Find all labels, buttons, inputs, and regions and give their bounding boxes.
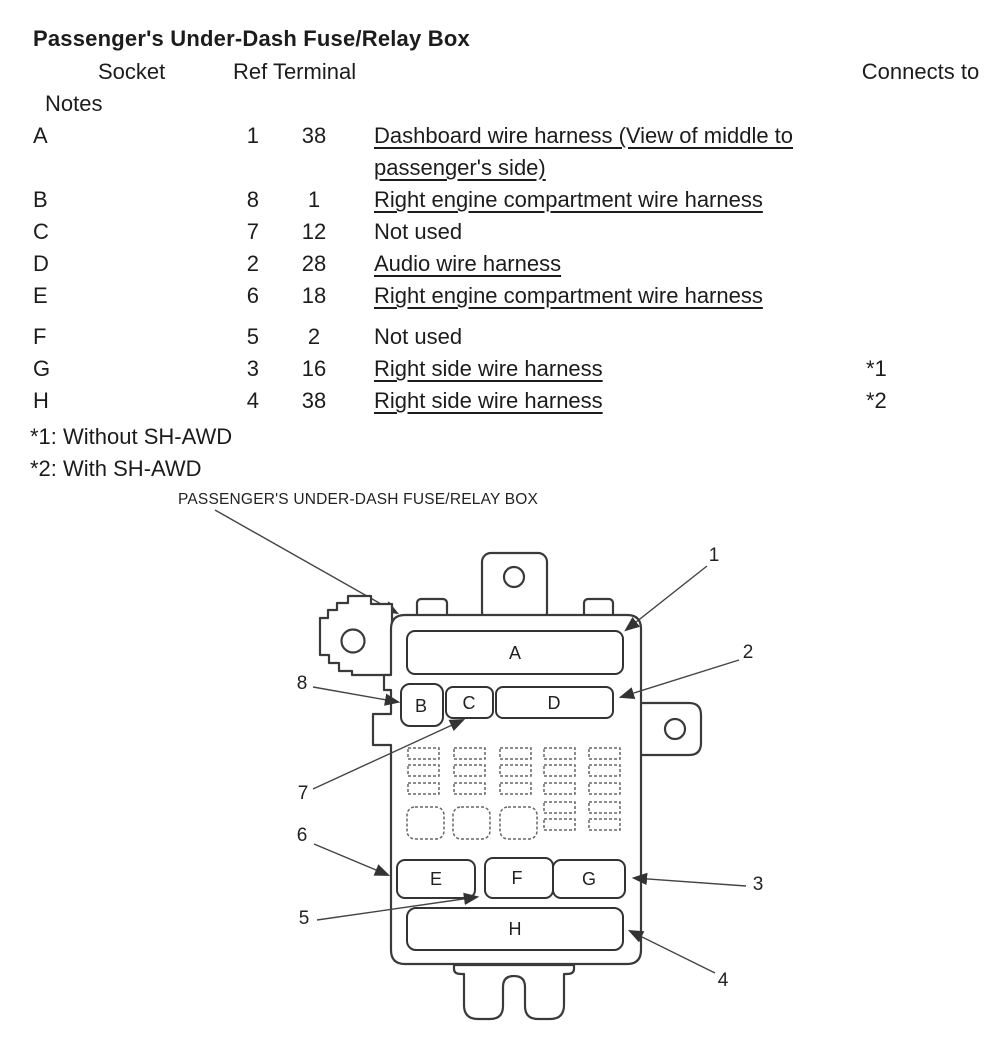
footnote-2: *2: With SH-AWD bbox=[30, 456, 202, 481]
callout-8: 8 bbox=[297, 673, 401, 706]
terminal-cell: 38 bbox=[301, 123, 327, 148]
ref-cell: 4 bbox=[246, 388, 259, 413]
terminal-cell: 16 bbox=[301, 356, 327, 381]
ref-cell: 7 bbox=[246, 219, 259, 244]
ref-cell: 3 bbox=[246, 356, 259, 381]
slot-d-label: D bbox=[548, 693, 561, 713]
notes-cell bbox=[854, 280, 987, 312]
table-row-d: D 2 28 Audio wire harness bbox=[33, 248, 987, 280]
notes-cell bbox=[854, 248, 987, 280]
slot-c-label: C bbox=[463, 693, 476, 713]
callout-4: 4 bbox=[627, 929, 729, 991]
socket-cell: H bbox=[33, 388, 49, 413]
table-row-b: B 8 1 Right engine compartment wire harn… bbox=[33, 184, 987, 216]
socket-cell: C bbox=[33, 219, 49, 244]
notes-cell: *2 bbox=[866, 388, 887, 413]
callout-3: 3 bbox=[631, 872, 764, 895]
slot-a-label: A bbox=[509, 643, 521, 663]
left-mount-bracket bbox=[318, 594, 394, 677]
callout-8-label: 8 bbox=[297, 673, 308, 694]
socket-cell: G bbox=[33, 356, 51, 381]
slot-e-label: E bbox=[430, 869, 442, 889]
callout-4-label: 4 bbox=[718, 970, 729, 991]
callout-5: 5 bbox=[299, 892, 480, 929]
socket-cell: A bbox=[33, 123, 48, 148]
table-row-e: E 6 18 Right engine compartment wire har… bbox=[33, 280, 987, 312]
slot-g-label: G bbox=[582, 869, 596, 889]
ref-cell: 1 bbox=[246, 123, 259, 148]
diagram-caption: PASSENGER'S UNDER-DASH FUSE/RELAY BOX bbox=[178, 491, 539, 508]
connects-to-link[interactable]: Right engine compartment wire harness bbox=[374, 187, 763, 212]
connects-to-link[interactable]: Dashboard wire harness (View of middle t… bbox=[374, 123, 794, 180]
terminal-cell: 38 bbox=[301, 388, 327, 413]
terminal-cell: 28 bbox=[301, 251, 327, 276]
callout-6-label: 6 bbox=[297, 825, 308, 846]
top-mount-tab bbox=[480, 551, 549, 623]
connects-to-text: Not used bbox=[374, 219, 463, 244]
header-notes: Notes bbox=[45, 91, 103, 116]
connects-to-text: Not used bbox=[374, 324, 463, 349]
ref-cell: 6 bbox=[246, 283, 259, 308]
slot-h bbox=[406, 907, 624, 951]
table-row-h: H 4 38 Right side wire harness *2 bbox=[33, 385, 987, 417]
right-mount-tab bbox=[638, 701, 703, 757]
header-ref-terminal: Ref Terminal bbox=[233, 59, 357, 84]
footnote-1: *1: Without SH-AWD bbox=[30, 424, 233, 449]
terminal-cell: 2 bbox=[307, 324, 321, 349]
notes-cell bbox=[854, 184, 987, 216]
table-row-c: C 7 12 Not used bbox=[33, 216, 987, 248]
slot-a bbox=[406, 630, 624, 675]
slot-b bbox=[400, 683, 444, 727]
terminal-cell: 1 bbox=[307, 187, 321, 212]
header-socket: Socket bbox=[98, 59, 166, 84]
slot-f-label: F bbox=[512, 868, 523, 888]
callout-2-label: 2 bbox=[743, 642, 754, 663]
slot-g bbox=[552, 859, 626, 899]
terminal-cell: 12 bbox=[301, 219, 327, 244]
notes-cell bbox=[854, 216, 987, 248]
slot-d bbox=[495, 686, 614, 719]
slot-e bbox=[396, 859, 476, 899]
terminal-cell: 18 bbox=[301, 283, 327, 308]
table-row-a: A 1 38 Dashboard wire harness (View of m… bbox=[33, 120, 987, 184]
ref-cell: 5 bbox=[246, 324, 259, 349]
notes-cell: *1 bbox=[866, 356, 887, 381]
callout-1-label: 1 bbox=[709, 545, 720, 566]
socket-table: Socket Ref Terminal Connects to Notes A … bbox=[0, 56, 987, 417]
socket-cell: E bbox=[33, 283, 48, 308]
connects-to-link[interactable]: Audio wire harness bbox=[374, 251, 562, 276]
socket-cell: D bbox=[33, 251, 49, 276]
fuse-box-diagram: PASSENGER'S UNDER-DASH FUSE/RELAY BOX A bbox=[178, 491, 764, 1021]
connects-to-link[interactable]: Right side wire harness bbox=[374, 356, 603, 381]
table-row-f: F 5 2 Not used bbox=[33, 321, 987, 353]
socket-cell: F bbox=[33, 324, 47, 349]
slot-b-label: B bbox=[415, 696, 427, 716]
callout-6: 6 bbox=[297, 825, 391, 876]
callout-7: 7 bbox=[298, 719, 466, 804]
callout-2: 2 bbox=[618, 642, 754, 699]
footnotes: *1: Without SH-AWD *2: With SH-AWD bbox=[30, 421, 987, 485]
ref-cell: 8 bbox=[246, 187, 259, 212]
callout-3-label: 3 bbox=[753, 874, 764, 895]
socket-cell: B bbox=[33, 187, 48, 212]
slot-h-label: H bbox=[509, 919, 522, 939]
connects-to-link[interactable]: Right side wire harness bbox=[374, 388, 603, 413]
table-header-row: Socket Ref Terminal Connects to Notes bbox=[33, 56, 987, 120]
callout-5-label: 5 bbox=[299, 908, 310, 929]
fuse-grid bbox=[407, 747, 621, 831]
page-title: Passenger's Under-Dash Fuse/Relay Box bbox=[33, 26, 470, 51]
table-row-g: G 3 16 Right side wire harness *1 bbox=[33, 353, 987, 385]
header-connects-to: Connects to bbox=[861, 59, 980, 84]
callout-7-label: 7 bbox=[298, 783, 309, 804]
connects-to-link[interactable]: Right engine compartment wire harness bbox=[374, 283, 763, 308]
notes-cell bbox=[854, 321, 987, 353]
relay-sockets bbox=[406, 806, 538, 840]
notes-cell bbox=[854, 120, 987, 184]
slot-c bbox=[445, 686, 494, 719]
ref-cell: 2 bbox=[246, 251, 259, 276]
bottom-mount-tab bbox=[452, 963, 576, 1021]
callout-1: 1 bbox=[624, 545, 720, 632]
